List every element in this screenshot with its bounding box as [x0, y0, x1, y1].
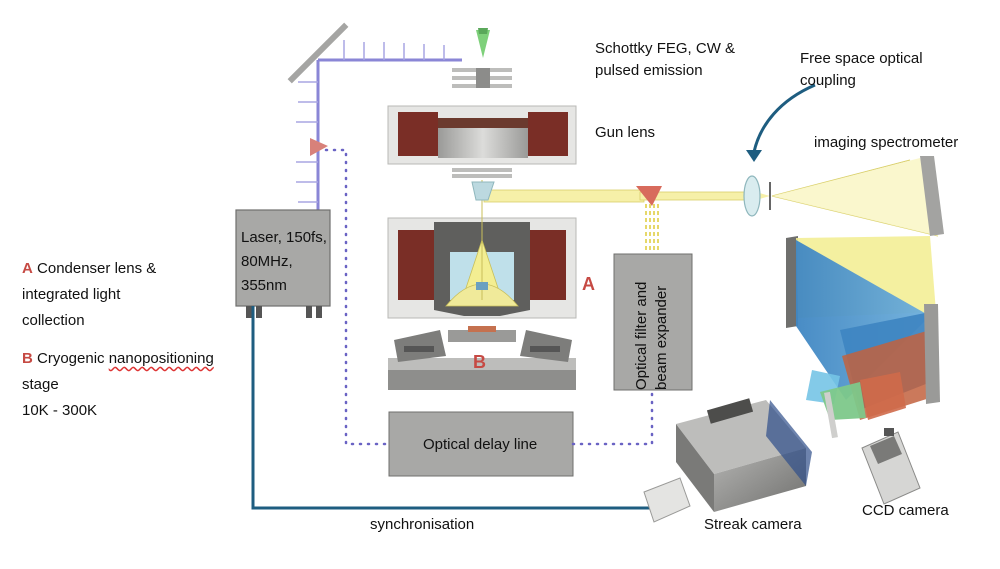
synchronisation-label: synchronisation [370, 516, 475, 533]
laser-beam-path [287, 22, 462, 212]
coupling-arrow [752, 83, 816, 153]
legend-b-line3: 10K - 300K [22, 402, 98, 419]
emitter-label-line2: pulsed emission [595, 62, 703, 79]
delay-line-label: Optical delay line [423, 436, 538, 453]
emitter-label: Schottky FEG, CW & pulsed emission [595, 38, 735, 82]
ccd-camera-label: CCD camera [862, 502, 949, 519]
sync-cable [251, 306, 650, 510]
legend-a-letter: A [22, 260, 33, 277]
legend-a-line3: collection [22, 312, 85, 329]
legend-b-letter: B [22, 350, 33, 367]
gun-lens [387, 105, 577, 178]
laser-label-line3: 355nm [241, 277, 287, 294]
legend-a: A Condenser lens & integrated light coll… [22, 256, 156, 334]
coupling-label-line1: Free space optical [800, 50, 923, 67]
laser-mirror [287, 22, 349, 84]
condenser-lens [387, 180, 577, 319]
streak-camera [643, 398, 812, 523]
filter-box [613, 253, 693, 391]
fold-mirror [636, 186, 662, 206]
laser-label-line2: 80MHz, [241, 253, 293, 270]
coupling-lens [743, 175, 761, 217]
imaging-spectrometer-label: imaging spectrometer [814, 134, 959, 151]
legend-b-line1-word: nanopositioning [108, 350, 214, 367]
laser-label: Laser, 150fs, 80MHz, 355nm [241, 226, 327, 298]
ccd-camera [861, 428, 921, 505]
gun-lens-label: Gun lens [595, 124, 656, 141]
marker-a: A [582, 274, 595, 294]
coupling-label: Free space optical coupling [800, 48, 923, 92]
legend-b-line1: Cryogenic [37, 350, 105, 367]
legend-b: B Cryogenic nanopositioning stage 10K - … [22, 346, 214, 424]
legend-a-line1: Condenser lens & [37, 260, 157, 277]
filter-label-line1: Optical filter and [633, 282, 650, 390]
cryo-stage [388, 326, 576, 390]
electron-emitter [452, 28, 512, 88]
legend-a-line2: integrated light [22, 286, 121, 303]
beam-splitter [310, 138, 328, 156]
optical-path-dotted [324, 148, 654, 446]
laser-box [235, 209, 331, 318]
streak-camera-label: Streak camera [704, 516, 802, 533]
legend-b-line2: stage [22, 376, 59, 393]
coupling-label-line2: coupling [800, 72, 856, 89]
optical-beam [483, 158, 939, 252]
emitter-label-line1: Schottky FEG, CW & [595, 40, 736, 57]
filter-label-line2: beam expander [653, 286, 670, 390]
laser-label-line1: Laser, 150fs, [241, 229, 327, 246]
imaging-spectrometer [786, 156, 944, 439]
marker-b: B [473, 352, 486, 372]
